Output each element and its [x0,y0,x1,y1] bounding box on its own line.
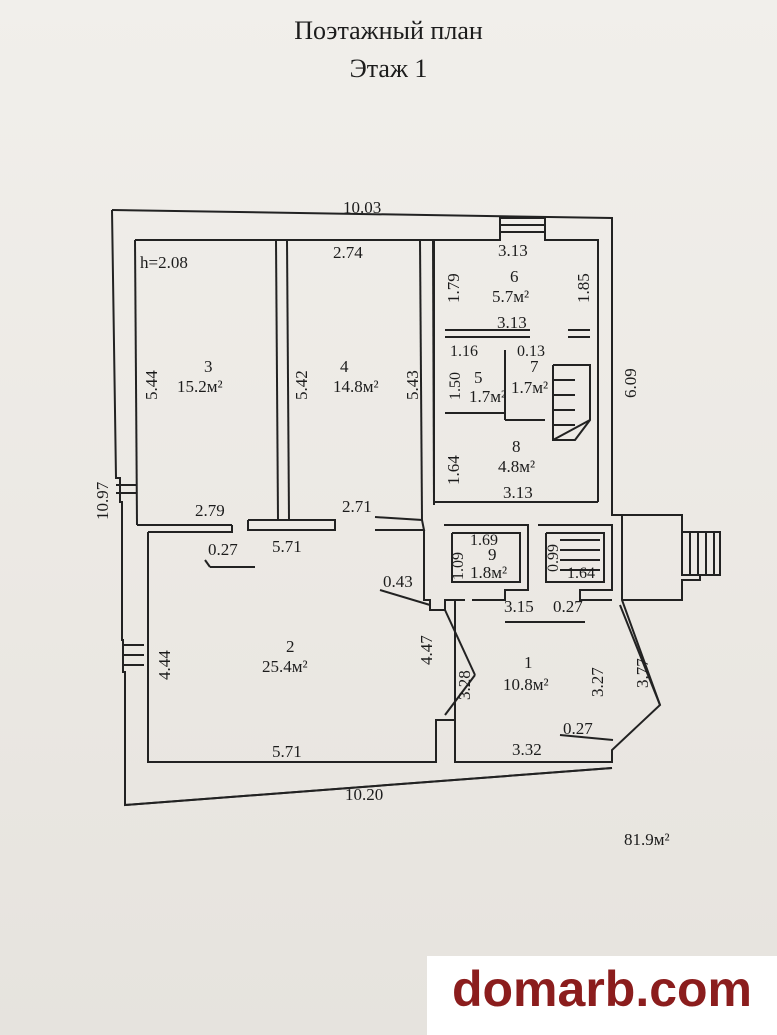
room-1-area: 10.8м² [503,675,549,694]
dim-right: 6.09 [621,368,640,398]
dim-r9-top: 1.69 [470,532,498,549]
dim-r4-bottom: 2.71 [342,497,372,516]
room-7-area: 1.7м² [511,378,548,397]
stair-box [538,524,613,601]
dim-top: 10.03 [343,198,381,217]
room-6-number: 6 [510,267,519,286]
dim-r1-diag: 3.77 [633,658,652,688]
room-4-number: 4 [340,357,349,376]
r2-top [148,525,233,533]
r2-right [423,530,465,611]
room-2-area: 25.4м² [262,657,308,676]
dim-wall-027-a: 0.27 [208,540,238,559]
dim-r6-top: 3.13 [498,241,528,260]
floor-label: Этаж 1 [349,54,428,83]
room-7-number: 7 [530,357,539,376]
dim-043: 0.43 [383,572,413,591]
dim-left: 10.97 [93,481,112,520]
wall-mid [247,519,336,531]
dim-r2-bottom: 5.71 [272,742,302,761]
dim-r6-bottom: 3.13 [497,313,527,332]
room-labels: 3 15.2м² 4 14.8м² 6 5.7м² 7 1.7м² 5 1.7м… [177,267,549,694]
wall-mid-right [374,516,426,531]
dimension-labels: 10.03 10.20 10.97 6.09 h=2.08 5.44 5.42 … [93,198,652,804]
outer-wall-inner [135,217,599,502]
dim-r6-right: 1.85 [574,273,593,303]
room-3-number: 3 [204,357,213,376]
room-1-number: 1 [524,653,533,672]
r9-box [444,524,529,601]
room-9-area: 1.8м² [470,563,507,582]
ceiling-height: h=2.08 [140,253,188,272]
walls [111,209,721,807]
dim-r2-left: 4.44 [155,650,174,680]
r4-right-a [419,239,423,521]
dim-r3-bottom: 2.79 [195,501,225,520]
plan-title: Поэтажный план [294,16,483,45]
dim-r8-left: 1.64 [444,455,463,485]
dim-r1-bottom: 3.32 [512,740,542,759]
dim-r4-left: 5.42 [292,370,311,400]
outer-wall-bottom [124,767,613,806]
dim-r2-top: 5.71 [272,537,302,556]
dim-wall-027-b: 0.27 [553,597,583,616]
room-8-number: 8 [512,437,521,456]
room-4-area: 14.8м² [333,377,379,396]
porch [622,514,701,601]
outer-wall-left [111,209,613,807]
dim-r1-top: 3.15 [504,597,534,616]
dim-r8-bottom: 3.13 [503,483,533,502]
dim-r4-top: 2.74 [333,243,363,262]
stair-inner [545,532,605,583]
wall-3-4-a [275,239,279,521]
outer-wall [111,209,662,763]
total-area: 81.9м² [624,830,670,849]
room-3-area: 15.2м² [177,377,223,396]
dim-r5-left: 1.50 [447,372,464,400]
watermark-box: domarb.com [427,956,777,1035]
room-6-area: 5.7м² [492,287,529,306]
room-8-area: 4.8м² [498,457,535,476]
room-9-number: 9 [488,545,497,564]
r6-box [433,240,598,503]
dim-r2-right: 4.47 [417,635,436,665]
dim-r7-top: 0.13 [517,343,545,360]
dim-stair-b: 1.64 [567,565,595,582]
dim-r6-left: 1.79 [444,273,463,303]
room-5-number: 5 [474,368,483,387]
porch-steps [682,531,721,576]
dim-r9-left: 1.09 [450,552,467,580]
room-2-number: 2 [286,637,295,656]
dim-r1-left: 3.28 [455,670,474,700]
wall-3-4-b [286,239,290,521]
dim-bottom: 10.20 [345,785,383,804]
left-inner [134,239,138,526]
dim-r1-right: 3.27 [588,667,607,697]
dim-r3-left: 5.44 [142,370,161,400]
stair-7 [552,364,591,441]
dim-r4-right: 5.43 [403,370,422,400]
dim-r5-top: 1.16 [450,343,478,360]
r9-inner [451,532,521,583]
watermark-text: domarb.com [451,961,753,1017]
dim-wall-027-c: 0.27 [563,719,593,738]
room-5-area: 1.7м² [469,387,506,406]
dim-stair-w: 0.99 [545,544,562,572]
